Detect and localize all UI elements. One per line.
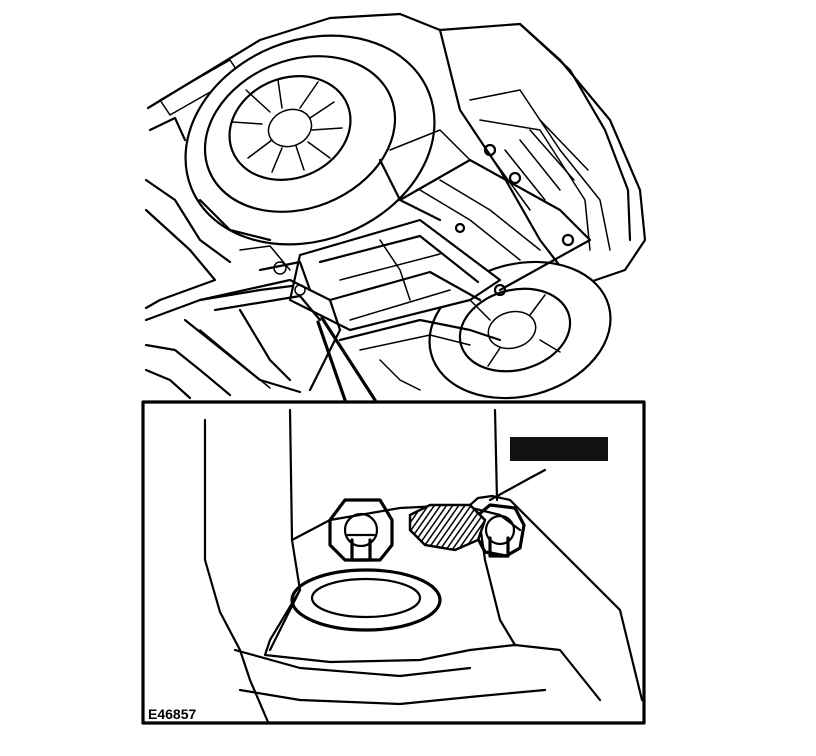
spare-wheel (184, 34, 436, 246)
left-nut (328, 498, 394, 562)
right-nut (474, 503, 526, 558)
hatched-patch (408, 503, 487, 552)
vehicle-underside-view (144, 12, 647, 402)
callout-box (488, 437, 608, 502)
callout-label-background (510, 437, 608, 461)
rear-bumper (438, 22, 647, 284)
fuel-tank-area (288, 129, 592, 332)
frame-rails (183, 245, 502, 394)
detail-leader-lines (316, 316, 377, 402)
figure-id-label: E46857 (148, 706, 196, 722)
access-hole (290, 568, 442, 632)
detail-inset: E46857 (141, 400, 646, 725)
